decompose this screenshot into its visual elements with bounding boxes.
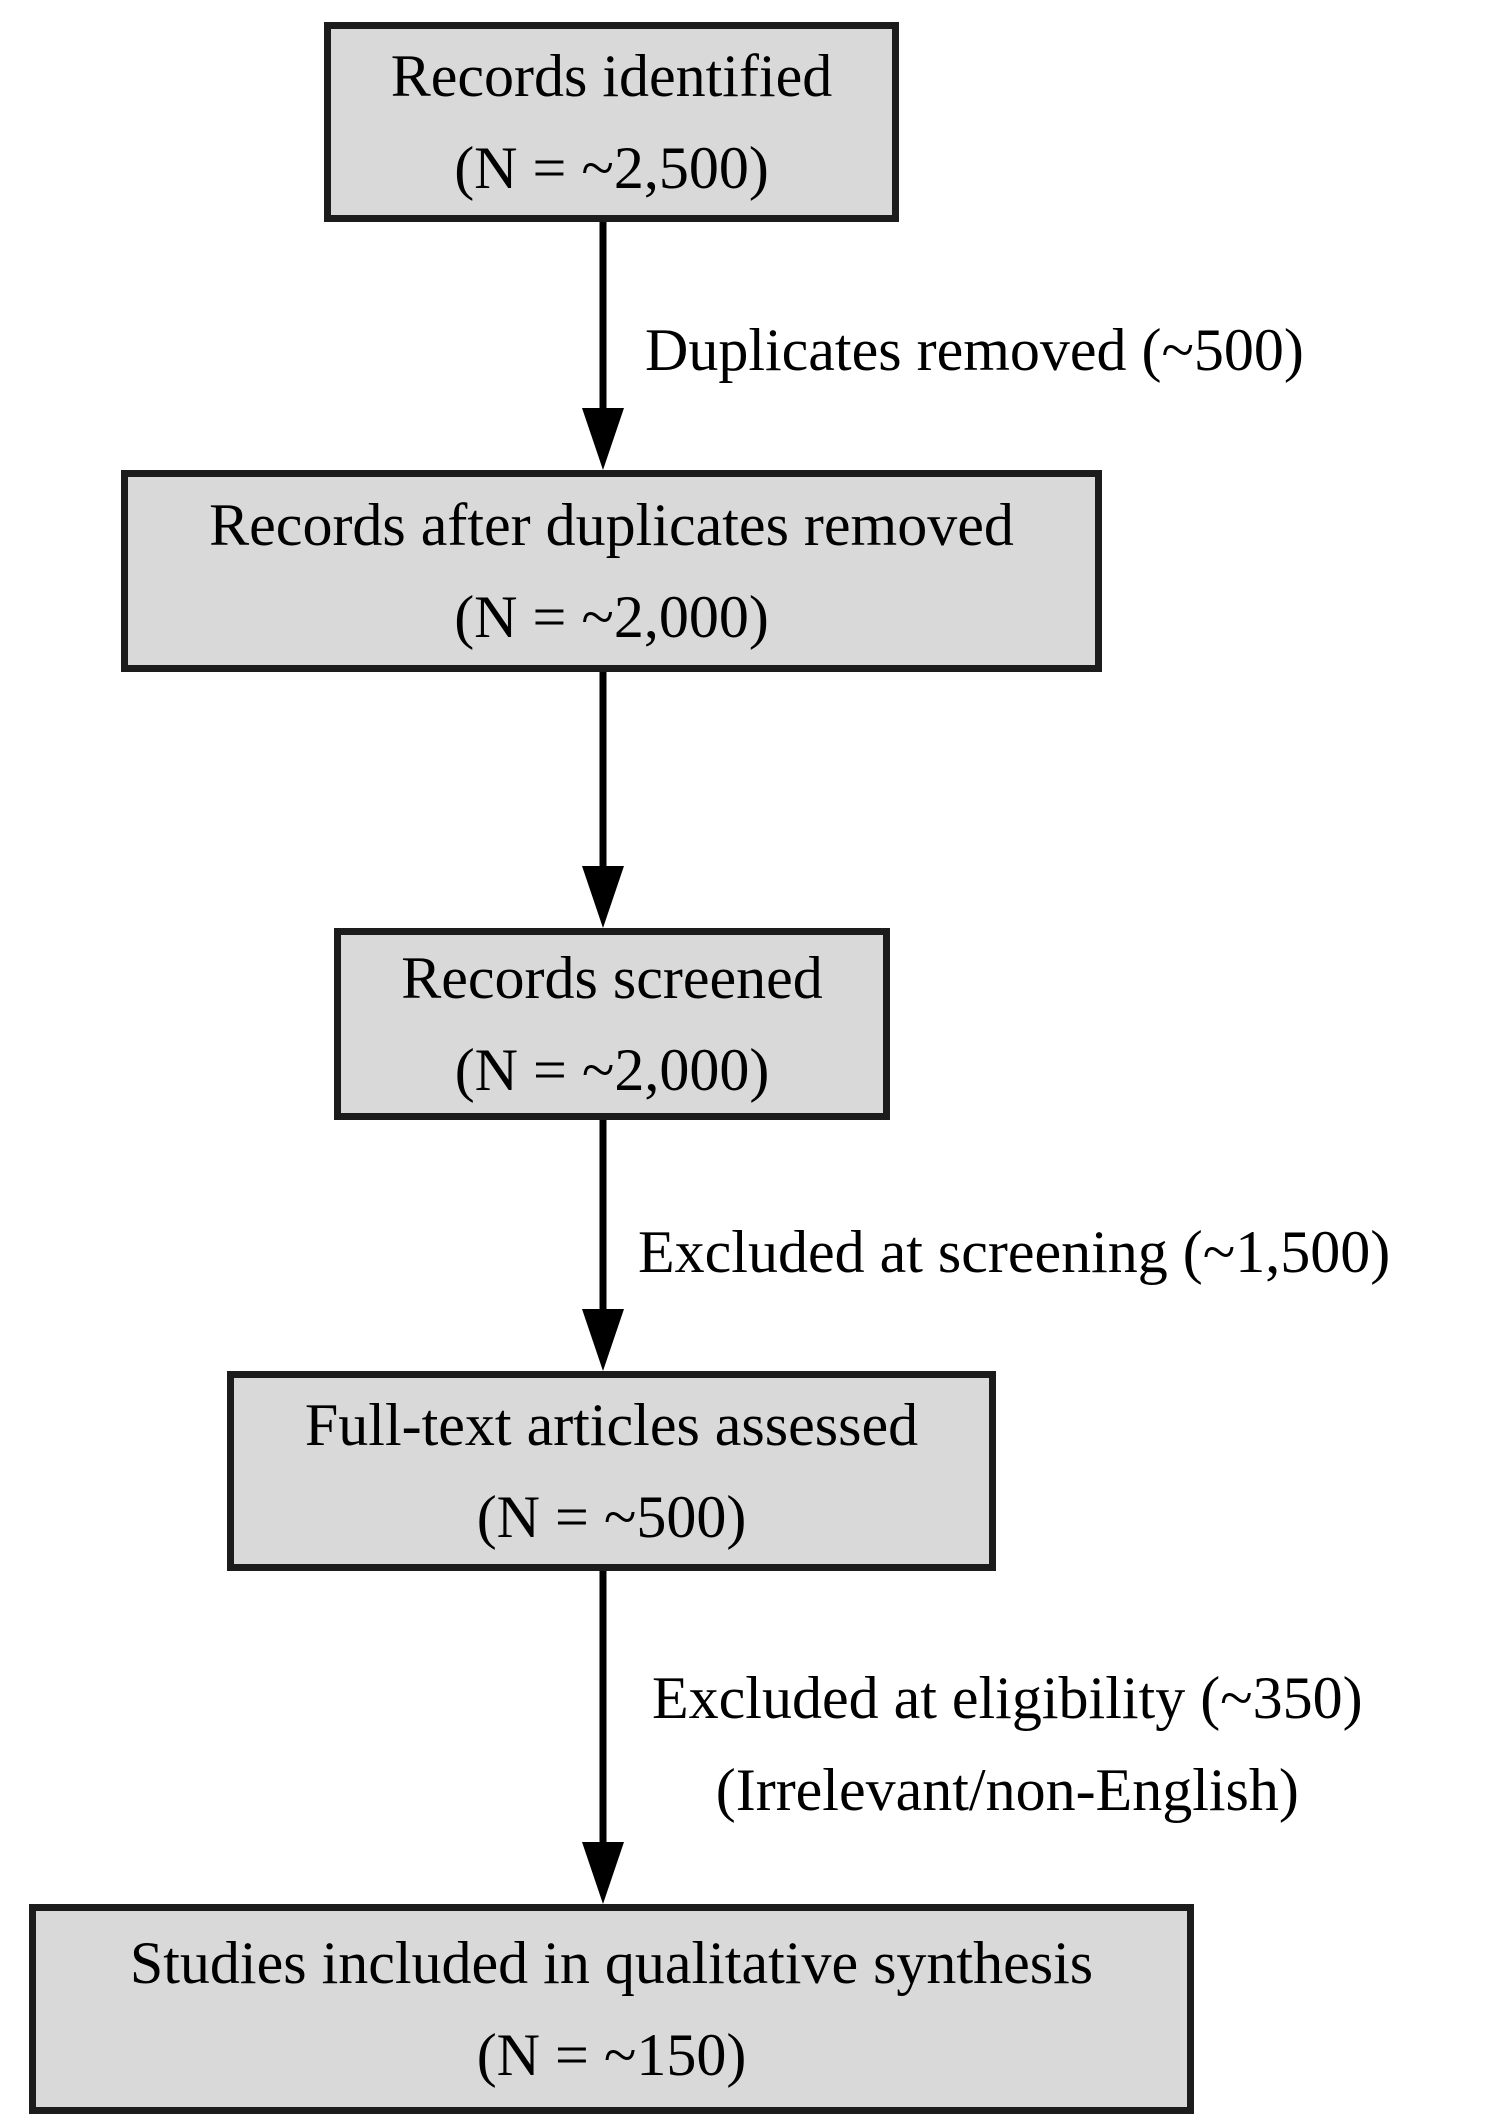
box-count: (N = ~500) — [476, 1484, 747, 1550]
flow-box-records-identified: Records identified (N = ~2,500) — [324, 22, 899, 222]
edge-label-line1: Excluded at eligibility (~350) — [652, 1665, 1363, 1731]
edge-label-excluded-screening: Excluded at screening (~1,500) — [638, 1219, 1391, 1285]
box-title: Records identified — [390, 43, 833, 109]
flow-box-studies-included: Studies included in qualitative synthesi… — [29, 1904, 1194, 2114]
box-title: Records screened — [401, 945, 823, 1011]
flow-box-fulltext-assessed: Full-text articles assessed (N = ~500) — [227, 1371, 996, 1571]
flow-box-after-duplicates: Records after duplicates removed (N = ~2… — [121, 470, 1102, 672]
arrow-head-icon — [582, 1842, 624, 1904]
box-count: (N = ~150) — [476, 2022, 747, 2088]
edge-label-duplicates-removed: Duplicates removed (~500) — [645, 317, 1304, 383]
edge-label-excluded-eligibility: Excluded at eligibility (~350) (Irreleva… — [652, 1652, 1363, 1836]
arrow-head-icon — [582, 866, 624, 928]
arrow-line — [599, 672, 607, 868]
arrow-identified-to-deduped — [581, 222, 625, 470]
arrow-head-icon — [582, 408, 624, 470]
box-count: (N = ~2,000) — [454, 1037, 770, 1103]
arrow-line — [599, 1120, 607, 1311]
box-title: Records after duplicates removed — [209, 492, 1014, 558]
arrow-head-icon — [582, 1309, 624, 1371]
arrow-fulltext-to-included — [581, 1571, 625, 1904]
box-count: (N = ~2,500) — [454, 135, 769, 201]
box-title: Full-text articles assessed — [304, 1392, 919, 1458]
arrow-deduped-to-screened — [581, 672, 625, 928]
arrow-line — [599, 222, 607, 410]
edge-label-line2: (Irrelevant/non-English) — [715, 1757, 1299, 1823]
box-count: (N = ~2,000) — [454, 584, 769, 650]
flow-box-records-screened: Records screened (N = ~2,000) — [334, 928, 890, 1120]
box-title: Studies included in qualitative synthesi… — [129, 1930, 1094, 1996]
arrow-line — [599, 1571, 607, 1844]
arrow-screened-to-fulltext — [581, 1120, 625, 1371]
